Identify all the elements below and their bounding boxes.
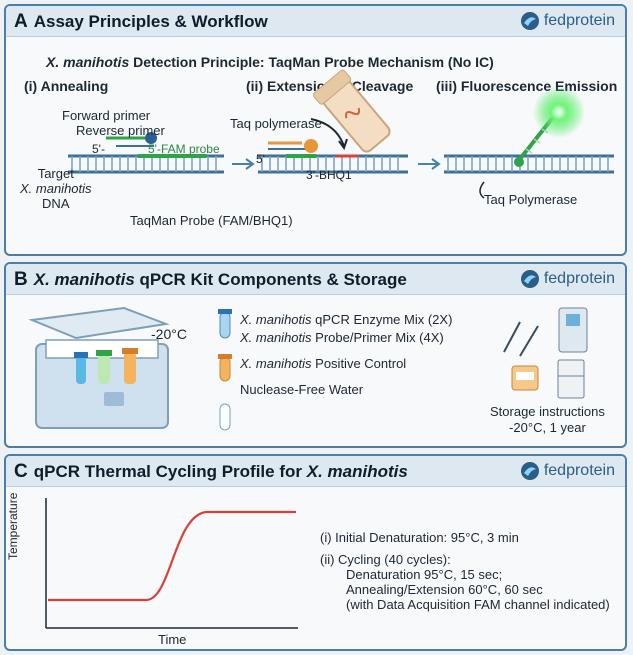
enzyme-mix-tube-icon — [218, 309, 232, 339]
brand-logo-a: fedprotein — [520, 11, 615, 31]
taq-polymerase-icon — [304, 139, 318, 153]
five-prime-label: 5'- — [92, 142, 105, 156]
step-annealing-label: (i) Annealing — [24, 78, 109, 94]
taq-polymerase-bottom-label: Taq Polymerase — [484, 192, 578, 207]
cycling-step-1: (i) Initial Denaturation: 95°C, 3 min — [320, 530, 519, 545]
tube-green-icon — [96, 350, 112, 384]
pipette-icon — [503, 321, 539, 357]
kit-item-1: X. manihotis qPCR Enzyme Mix (2X) — [240, 312, 453, 327]
freezer-icon — [558, 307, 588, 353]
primer-dot — [145, 132, 157, 144]
five-prime-2-label: 5' — [256, 152, 265, 166]
flow-arrow-2 — [418, 158, 441, 170]
taqman-mechanism-diagram — [68, 69, 614, 199]
tube-orange-icon — [122, 348, 138, 384]
forward-primer-label: Forward primer — [62, 108, 151, 123]
kit-item-3: X. manihotis Positive Control — [240, 356, 407, 371]
taq-polymerase-bound-icon — [514, 157, 524, 167]
y-axis-label: Temperature — [6, 492, 20, 560]
flow-arrow-1 — [232, 158, 255, 170]
fam-probe-label: 5'-FAM probe — [148, 142, 220, 156]
refrigerator-icon — [557, 359, 585, 399]
taq-polymerase-top-label: Taq polymerase — [230, 116, 322, 131]
kit-item-2: X. manihotis Probe/Primer Mix (4X) — [240, 330, 444, 345]
brand-logo-c: fedprotein — [520, 461, 615, 481]
sample-box-icon — [511, 365, 539, 391]
x-axis-label: Time — [158, 632, 187, 647]
kit-item-4: Nuclease-Free Water — [240, 382, 364, 397]
reagent-tube-icon — [313, 69, 391, 153]
water-tube-icon — [219, 403, 231, 431]
principle-heading: X. manihotis Detection Principle: TaqMan… — [46, 54, 494, 70]
cycling-step-2: (ii) Cycling (40 cycles): Denaturation 9… — [320, 552, 610, 612]
target-dna-label: Target X. manihotis DNA — [20, 166, 92, 211]
dna-strand-2 — [258, 154, 408, 174]
fluorescence-glow — [533, 86, 585, 138]
temperature-curve — [48, 510, 296, 602]
brand-logo-b: fedprotein — [520, 269, 615, 289]
kit-illustrations — [28, 306, 588, 431]
dna-strand-3 — [444, 154, 614, 174]
fedprotein-logo-icon — [520, 462, 539, 480]
reverse-primer-label: Reverse primer — [76, 123, 165, 138]
thermal-profile-plot — [45, 498, 298, 629]
panel-b-header — [6, 264, 625, 295]
tube-blue-icon — [74, 352, 88, 384]
positive-control-tube-icon — [218, 354, 232, 382]
fedprotein-logo-icon — [520, 12, 539, 30]
bhq1-label: 3'-BHQ1 — [306, 168, 352, 182]
storage-instructions: Storage instructions -20°C, 1 year — [490, 404, 605, 435]
storage-temp-label: -20°C — [151, 326, 187, 342]
taqman-probe-label: TaqMan Probe (FAM/BHQ1) — [130, 213, 293, 228]
fedprotein-logo-icon — [520, 270, 539, 288]
